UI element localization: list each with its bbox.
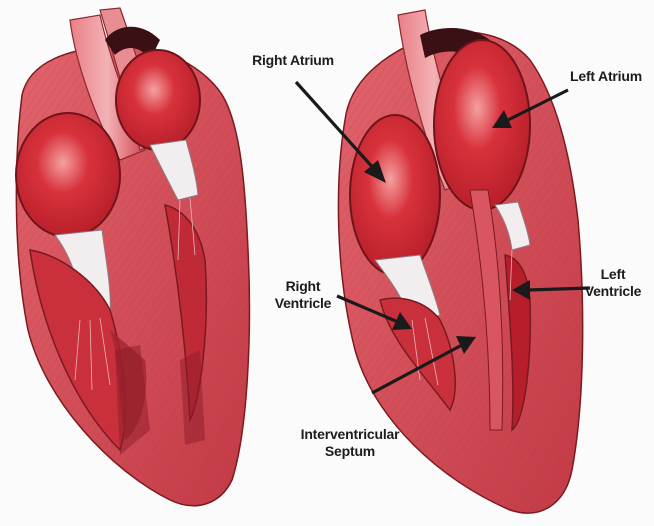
label-right-ventricle-line1: Right xyxy=(268,278,338,295)
label-left-atrium: Left Atrium xyxy=(560,68,652,85)
label-septum-line2: Septum xyxy=(280,443,420,460)
label-left-ventricle: Left Ventricle xyxy=(578,266,648,300)
label-right-atrium: Right Atrium xyxy=(238,52,348,69)
label-septum-line1: Interventricular xyxy=(280,426,420,443)
label-right-ventricle: Right Ventricle xyxy=(268,278,338,312)
label-right-ventricle-line2: Ventricle xyxy=(268,295,338,312)
label-right-atrium-text: Right Atrium xyxy=(238,52,348,69)
label-left-ventricle-line1: Left xyxy=(578,266,648,283)
label-left-atrium-text: Left Atrium xyxy=(560,68,652,85)
label-interventricular-septum: Interventricular Septum xyxy=(280,426,420,460)
left-heart-illustration xyxy=(16,8,249,506)
label-left-ventricle-line2: Ventricle xyxy=(578,283,648,300)
